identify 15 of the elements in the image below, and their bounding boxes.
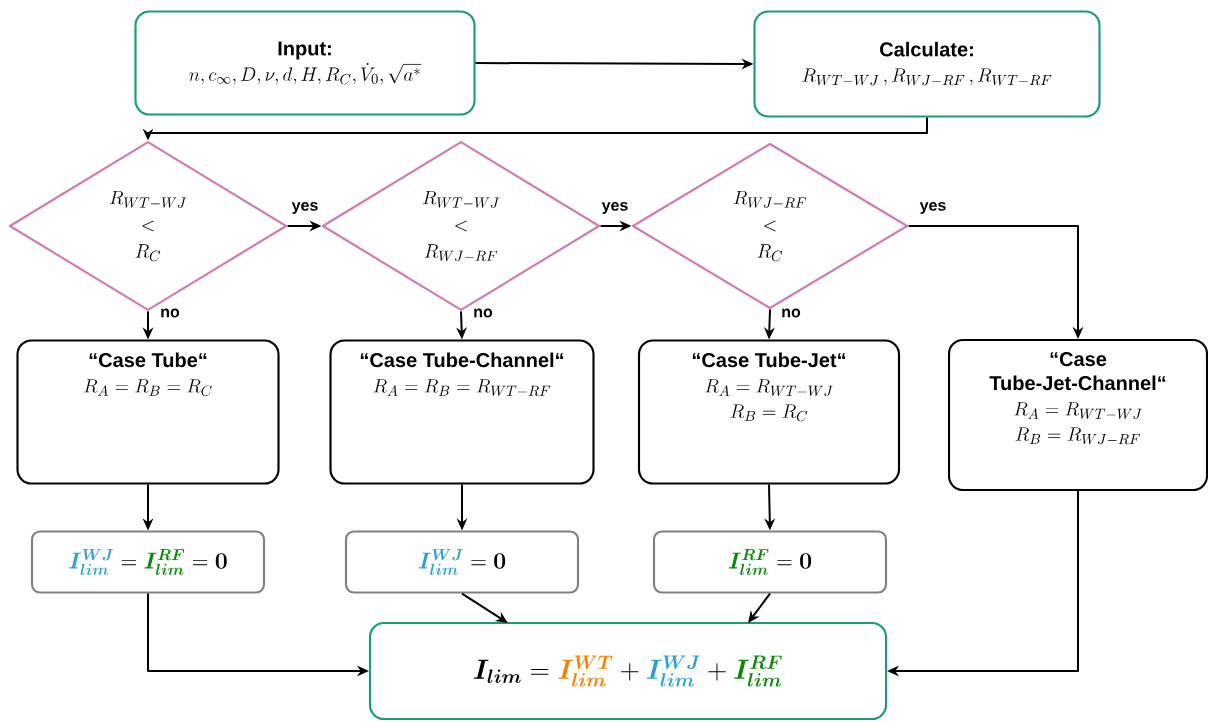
case-box: “Case Tube-Jet“ $R_{A} = R_{WT-WJ}$ $R_{B} = R_{C}$ (637, 339, 901, 485)
case-box: “Case Tube“ $R_{A} = R_{B} = R_{C}$ (16, 339, 280, 485)
process-box: $\bm{I_{lim}} = {\color[HTML]{FF8000}\bm{I^{WT}_{lim}}} + {\color[HTML]{2EA3D0}\bm{I^{WJ}_{lim}}} + {\color[HTML]{0A8A0A}\bm{I^{RF}_{lim}}}$ (368, 621, 888, 721)
process-box: Input: $n, c_{\infty}, D, \nu, d, H, R_{C}, \dot{V}_{0}, \sqrt{a^{*}}$ (134, 10, 476, 116)
edge-label: yes (918, 200, 948, 216)
result-box: ${\color[HTML]{2EA3D0}\bm{I^{WJ}_{lim}}} = {\color[HTML]{0A8A0A}\bm{I^{RF}_{lim}}} = \bm{0}$ (30, 530, 266, 594)
edge-label: no (779, 307, 803, 319)
edge-label: yes (290, 200, 320, 216)
process-box: Calculate: $R_{WT-WJ}\,, R_{WJ-RF}\,, R_{WT-RF}$ (753, 10, 1101, 118)
case-box: “Case Tube-Jet-Channel“ $R_{A} = R_{WT-WJ}$ $R_{B} = R_{WJ-RF}$ (947, 338, 1208, 492)
edge-label: yes (600, 200, 630, 216)
result-box: ${\color[HTML]{2EA3D0}\bm{I^{WJ}_{lim}}} = \bm{0}$ (344, 530, 580, 594)
arrow (748, 592, 771, 623)
case-box: “Case Tube-Channel“ $R_{A} = R_{B} = R_{WT-RF}$ (329, 339, 595, 485)
result-box: ${\color[HTML]{0A8A0A}\bm{I^{RF}_{lim}}} = \bm{0}$ (652, 530, 888, 594)
